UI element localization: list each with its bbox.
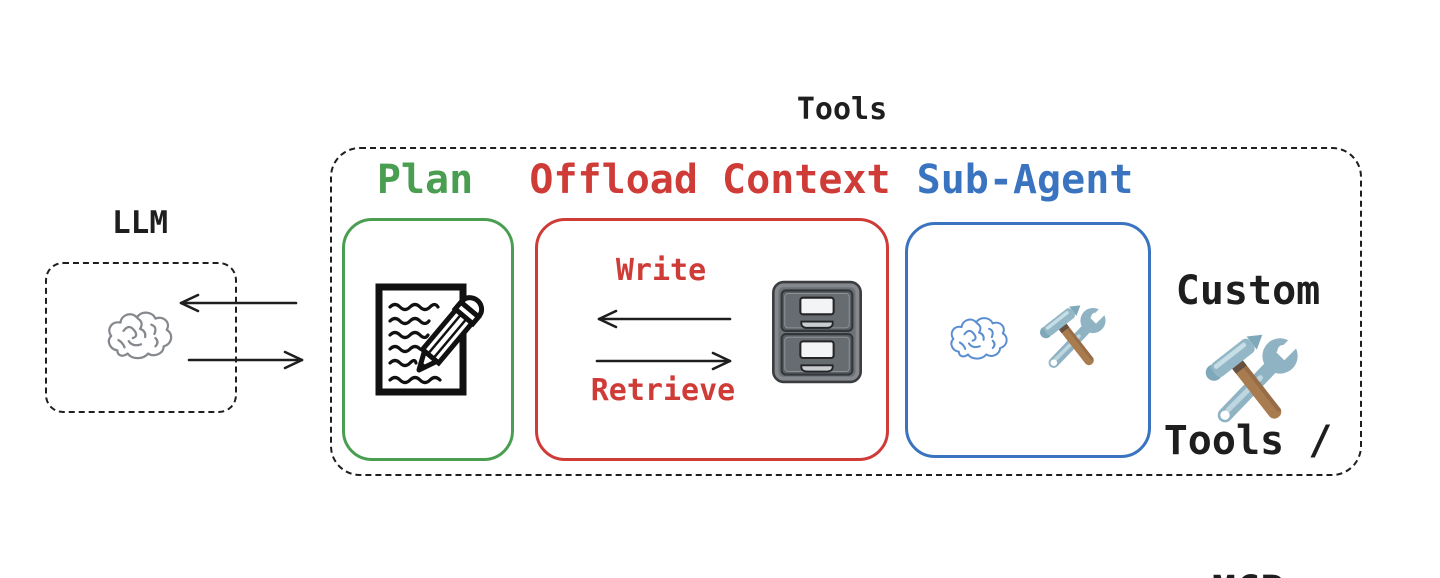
plan-title: Plan [376, 157, 474, 203]
write-label: Write [615, 253, 707, 288]
file-cabinet-icon [770, 280, 864, 384]
hammer-wrench-icon [1200, 330, 1304, 438]
sub-agent-title: Sub-Agent [916, 157, 1134, 203]
tools-group-title: Tools [796, 92, 888, 127]
tools-group-box [330, 147, 1362, 476]
llm-title: LLM [112, 205, 168, 241]
llm-box [45, 262, 237, 413]
brain-icon [947, 315, 1011, 361]
memo-pencil-icon [374, 282, 486, 396]
custom-tools-title: Custom Tools / MCP [1150, 166, 1346, 578]
brain-icon [104, 309, 176, 361]
custom-tools-title-line3: MCP [1150, 566, 1346, 578]
custom-tools-title-line2: Tools / [1163, 418, 1333, 464]
sub-agent-box [905, 222, 1151, 458]
retrieve-label: Retrieve [590, 373, 736, 408]
custom-tools-title-line1: Custom [1175, 268, 1321, 314]
hammer-wrench-icon [1036, 302, 1110, 379]
offload-context-title: Offload Context [529, 157, 891, 203]
